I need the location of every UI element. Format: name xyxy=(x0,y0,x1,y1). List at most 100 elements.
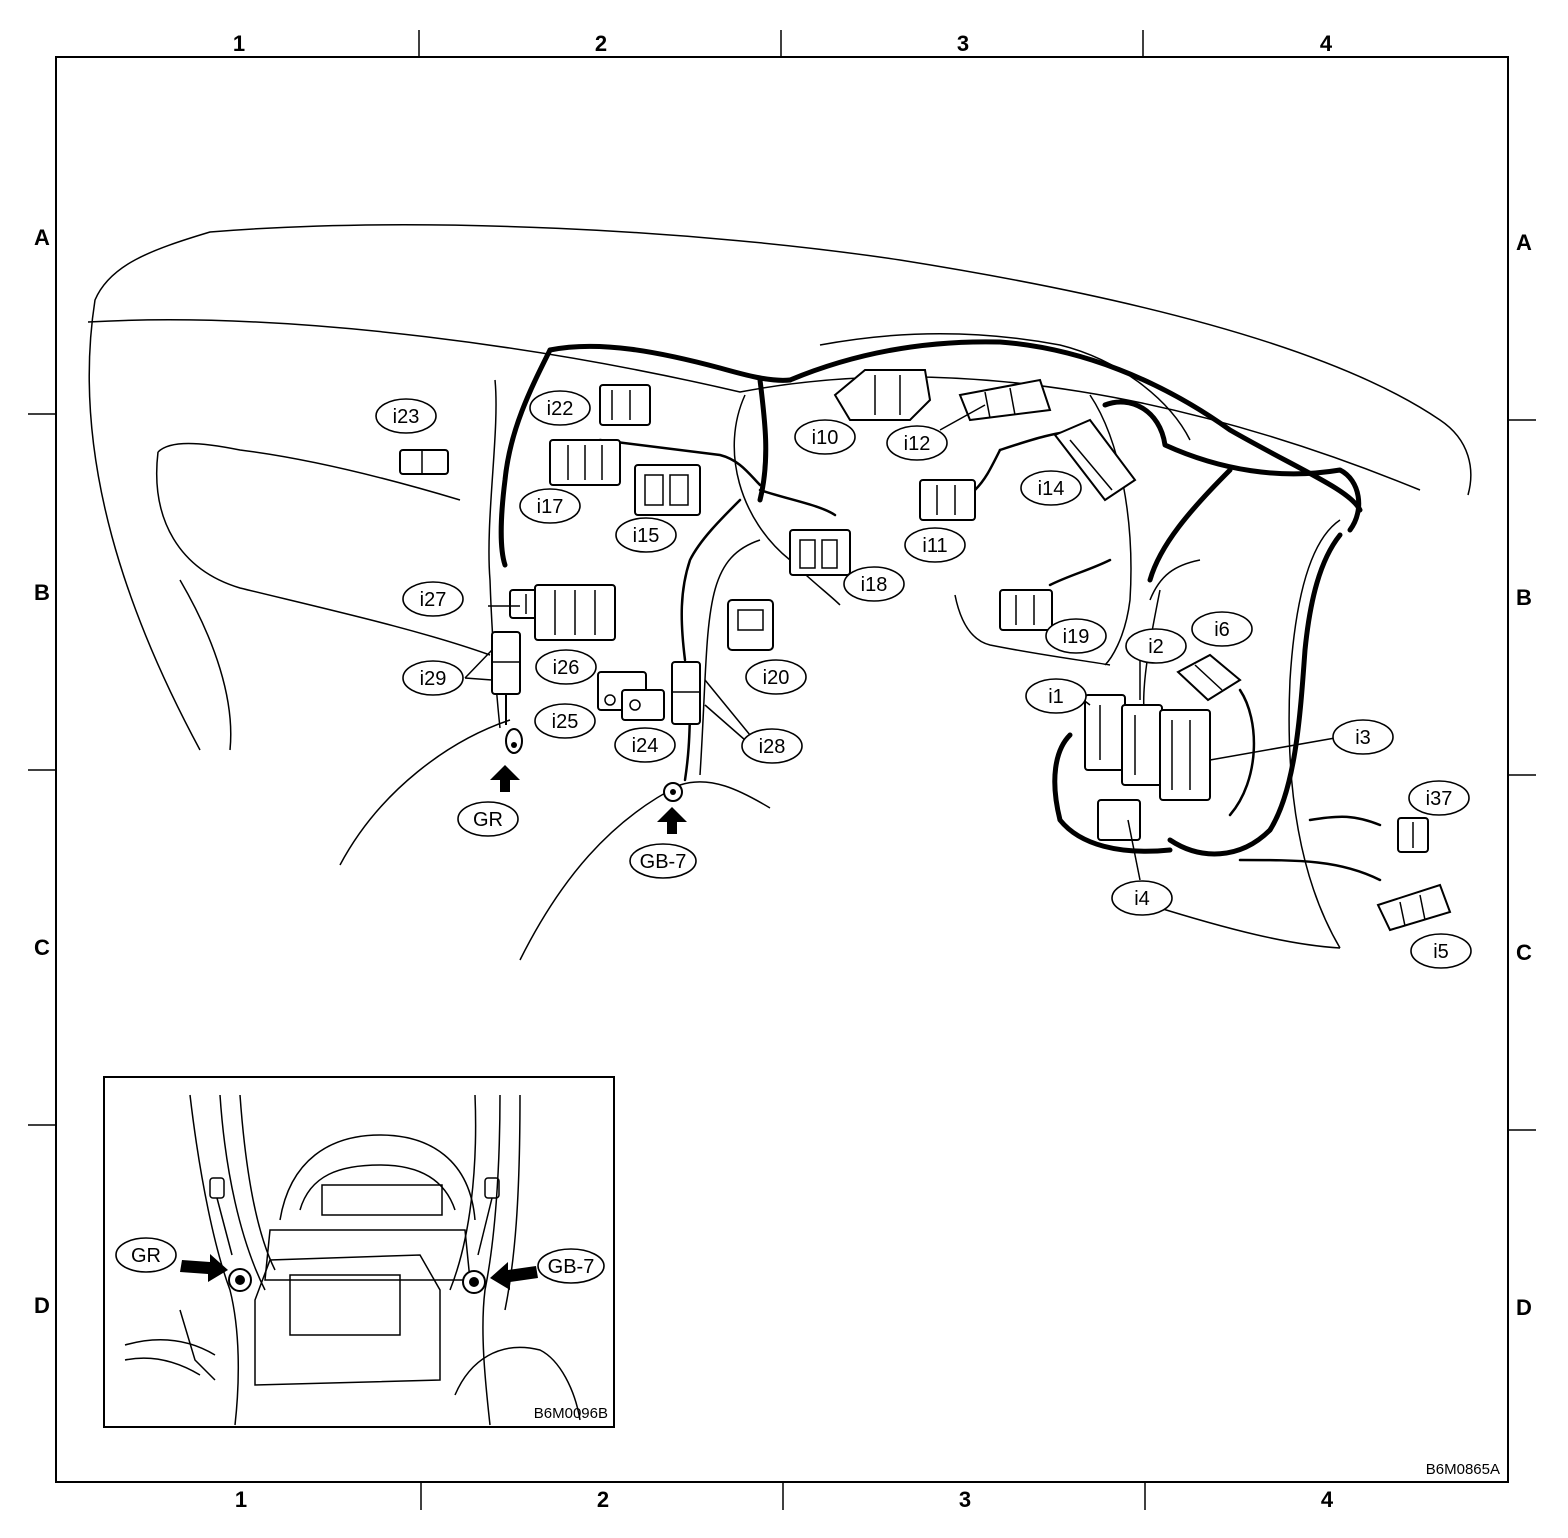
connector-bodies xyxy=(399,369,1452,932)
svg-text:i15: i15 xyxy=(633,525,660,547)
svg-text:i19: i19 xyxy=(1063,626,1090,648)
callout-i29: i29 xyxy=(402,660,464,696)
callout-i4: i4 xyxy=(1111,880,1173,916)
connector-i23-icon xyxy=(399,449,449,475)
svg-text:GR: GR xyxy=(473,809,503,831)
callout-i23: i23 xyxy=(375,398,437,434)
ground-terminal-gb7-icon xyxy=(663,782,683,802)
column-label-2-top: 2 xyxy=(595,31,607,56)
column-label-2-bottom: 2 xyxy=(597,1487,609,1512)
svg-text:i27: i27 xyxy=(420,589,447,611)
svg-text:GB-7: GB-7 xyxy=(640,851,687,873)
ground-terminal-gr-icon xyxy=(505,728,523,754)
row-label-c-right: C xyxy=(1516,940,1532,965)
callout-i27: i27 xyxy=(402,581,464,617)
inset-callout-gr: GR xyxy=(115,1237,177,1273)
svg-text:i3: i3 xyxy=(1355,727,1371,749)
svg-text:i11: i11 xyxy=(922,535,947,557)
callout-i5: i5 xyxy=(1410,933,1472,969)
svg-text:i1: i1 xyxy=(1048,686,1064,708)
callout-i2: i2 xyxy=(1125,628,1187,664)
svg-text:i26: i26 xyxy=(553,657,580,679)
callout-gr: GR xyxy=(457,801,519,837)
svg-text:i6: i6 xyxy=(1214,619,1230,641)
column-label-3-top: 3 xyxy=(957,31,969,56)
callout-i1: i1 xyxy=(1025,678,1087,714)
callout-i14: i14 xyxy=(1020,470,1082,506)
callout-i28: i28 xyxy=(741,728,803,764)
row-label-d-left: D xyxy=(34,1293,50,1318)
arrow-up-icon xyxy=(490,765,520,792)
column-label-4-bottom: 4 xyxy=(1321,1487,1334,1512)
svg-text:i2: i2 xyxy=(1148,636,1164,658)
callout-i19: i19 xyxy=(1045,618,1107,654)
svg-text:i18: i18 xyxy=(861,574,888,596)
connector-i37-icon xyxy=(1397,817,1429,853)
row-label-b-right: B xyxy=(1516,585,1532,610)
connector-block-i1-i2-i3-i4-icon xyxy=(1084,694,1211,841)
connector-i6-icon xyxy=(1176,653,1242,702)
grid-ticks xyxy=(28,30,1536,1510)
callout-i10: i10 xyxy=(794,419,856,455)
callout-i26: i26 xyxy=(535,649,597,685)
svg-text:GB-7: GB-7 xyxy=(548,1256,595,1278)
connector-i28-icon xyxy=(671,661,701,725)
svg-text:i22: i22 xyxy=(547,398,574,420)
callout-gb7: GB-7 xyxy=(629,843,697,879)
callout-i37: i37 xyxy=(1408,780,1470,816)
connector-i12-icon xyxy=(958,378,1052,422)
figure-code: B6M0865A xyxy=(1426,1461,1500,1478)
callout-i25: i25 xyxy=(534,703,596,739)
column-label-1-top: 1 xyxy=(233,31,245,56)
connector-i11-icon xyxy=(919,479,976,521)
svg-text:i14: i14 xyxy=(1038,478,1065,500)
svg-text:i5: i5 xyxy=(1433,941,1449,963)
arrow-up-icon xyxy=(657,807,687,834)
callout-i20: i20 xyxy=(745,659,807,695)
svg-text:i25: i25 xyxy=(552,711,579,733)
callout-i17: i17 xyxy=(519,488,581,524)
inset-ground-gr-icon xyxy=(228,1268,252,1292)
inset-callout-gb7: GB-7 xyxy=(537,1248,605,1284)
row-label-a-right: A xyxy=(1516,230,1532,255)
column-label-3-bottom: 3 xyxy=(959,1487,971,1512)
column-label-4-top: 4 xyxy=(1320,31,1333,56)
svg-text:i12: i12 xyxy=(904,433,931,455)
connector-i26-icon xyxy=(534,584,616,641)
row-label-b-left: B xyxy=(34,580,50,605)
dashboard-outline xyxy=(87,224,1472,961)
svg-text:i23: i23 xyxy=(393,406,420,428)
column-label-1-bottom: 1 xyxy=(235,1487,247,1512)
connector-i18-icon xyxy=(789,529,851,576)
svg-text:i24: i24 xyxy=(632,735,659,757)
svg-text:i28: i28 xyxy=(759,736,786,758)
svg-text:i37: i37 xyxy=(1426,788,1453,810)
callout-i11: i11 xyxy=(904,527,966,563)
arrow-left-icon xyxy=(490,1262,538,1290)
callout-i22: i22 xyxy=(529,390,591,426)
inset-ground-gb7-icon xyxy=(462,1270,486,1294)
svg-text:i29: i29 xyxy=(420,668,447,690)
connector-i22-icon xyxy=(599,384,651,426)
row-label-a-left: A xyxy=(34,225,50,250)
callout-i24: i24 xyxy=(614,727,676,763)
connector-i20-icon xyxy=(727,599,774,651)
callout-i6: i6 xyxy=(1191,611,1253,647)
connector-i5-icon xyxy=(1376,883,1452,932)
arrow-right-icon xyxy=(180,1254,228,1282)
svg-text:i10: i10 xyxy=(812,427,839,449)
inset-detail: GR GB-7 B6M0096B xyxy=(103,1076,615,1428)
inset-figure-code: B6M0096B xyxy=(534,1405,608,1422)
connector-i10-icon xyxy=(833,369,932,421)
connector-i24-icon xyxy=(621,689,665,721)
row-label-d-right: D xyxy=(1516,1295,1532,1320)
connector-i29-icon xyxy=(491,631,521,725)
svg-text:GR: GR xyxy=(131,1245,161,1267)
row-label-c-left: C xyxy=(34,935,50,960)
callout-i18: i18 xyxy=(843,566,905,602)
callout-i12: i12 xyxy=(886,425,948,461)
svg-text:i17: i17 xyxy=(537,496,564,518)
connector-i17-icon xyxy=(549,439,621,486)
callout-i3: i3 xyxy=(1332,719,1394,755)
